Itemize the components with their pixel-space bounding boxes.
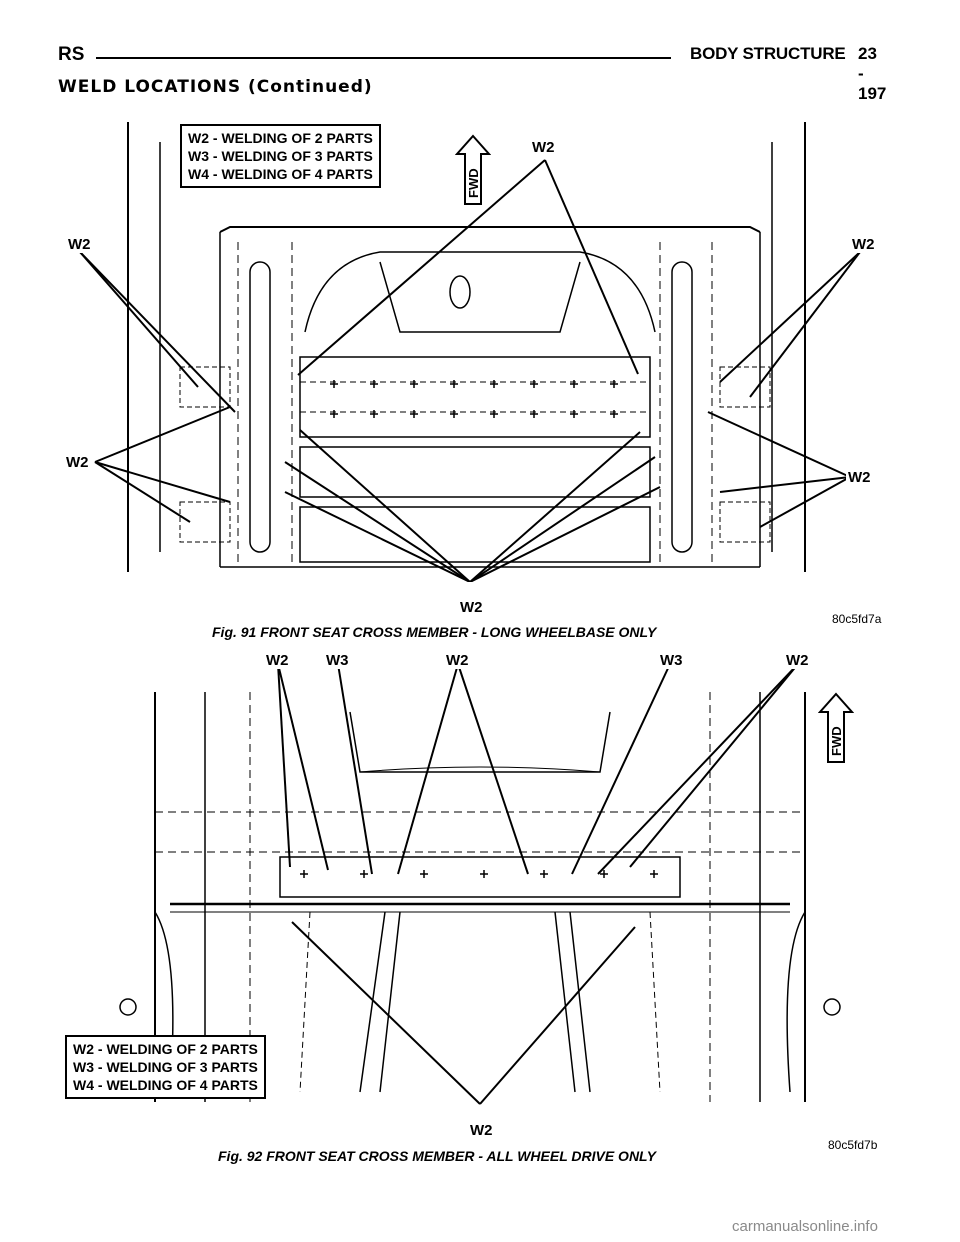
chapter-title: BODY STRUCTURE [690,44,846,63]
fwd-label: FWD [829,726,844,756]
figure-91-drawing [79,122,861,582]
callout-w2-bottom: W2 [468,1122,495,1139]
callout-w2: W2 [264,652,291,669]
callout-w3: W3 [658,652,685,669]
legend-item: W4 - WELDING OF 4 PARTS [73,1077,258,1093]
page-header: RS BODY STRUCTURE 23 - 197 [58,44,886,103]
figure-91-legend: W2 - WELDING OF 2 PARTS W3 - WELDING OF … [180,124,381,188]
fwd-arrow-icon [818,692,854,763]
figure-92-legend: W2 - WELDING OF 2 PARTS W3 - WELDING OF … [65,1035,266,1099]
fwd-arrow-icon [455,134,491,205]
watermark: carmanualsonline.info [732,1218,878,1235]
figure-91: W2 - WELDING OF 2 PARTS W3 - WELDING OF … [60,112,900,642]
section-title: WELD LOCATIONS (Continued) [58,77,373,97]
callout-w2-left-lower: W2 [64,454,91,471]
callout-w2: W2 [784,652,811,669]
section-code: RS [58,44,85,65]
callout-w2-right-upper: W2 [850,236,877,253]
callout-w2: W2 [444,652,471,669]
callout-w2-right-lower: W2 [846,469,873,486]
callout-w2-bottom: W2 [458,599,485,616]
header-rule [96,57,671,59]
legend-item: W4 - WELDING OF 4 PARTS [188,166,373,182]
legend-item: W3 - WELDING OF 3 PARTS [188,148,373,164]
figure-92-code: 80c5fd7b [828,1138,878,1152]
callout-w2-top: W2 [530,139,557,156]
callout-w3: W3 [324,652,351,669]
figure-92: W2 - WELDING OF 2 PARTS W3 - WELDING OF … [60,652,900,1172]
page-number: 23 - 197 [858,44,887,103]
figure-92-drawing [119,663,841,1105]
legend-item: W3 - WELDING OF 3 PARTS [73,1059,258,1075]
figure-92-caption: Fig. 92 FRONT SEAT CROSS MEMBER - ALL WH… [218,1148,656,1164]
legend-item: W2 - WELDING OF 2 PARTS [188,130,373,146]
figure-91-caption: Fig. 91 FRONT SEAT CROSS MEMBER - LONG W… [212,624,657,640]
fwd-label: FWD [466,168,481,198]
legend-item: W2 - WELDING OF 2 PARTS [73,1041,258,1057]
figure-91-code: 80c5fd7a [832,612,882,626]
callout-w2-left-upper: W2 [66,236,93,253]
